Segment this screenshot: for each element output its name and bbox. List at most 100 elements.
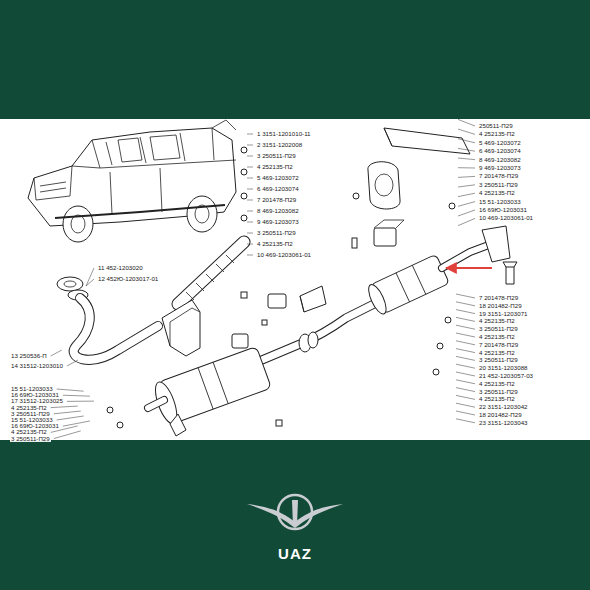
part-number: 12 452Ю-1203017-01 [97,276,159,282]
leader-line [247,145,253,146]
leader-line [456,349,475,353]
leader-line [247,244,253,245]
part-number: 9 469-1203073 [256,219,300,225]
part-number: 15 51-1203033 [478,198,522,204]
leader-line [458,218,475,225]
part-number: 10 469-1203061-01 [478,215,534,221]
leader-line [247,222,253,223]
part-number: 7 201478-П29 [478,295,519,301]
top-band [0,0,590,119]
part-number: 10 469-1203061-01 [256,252,312,258]
leader-line [456,419,475,423]
part-number: 3 250511-П29 [478,326,519,332]
front-pipe [57,242,244,360]
part-number: 7 201478-П29 [478,342,519,348]
leader-line [86,279,94,286]
part-number: 7 201478-П29 [478,173,519,179]
part-number: 20 3151-1203088 [478,365,529,371]
part-number: 23 3151-1203043 [478,420,529,426]
fasteners [107,147,455,428]
part-number: 3 250511-П29 [478,182,519,188]
leader-line [458,158,475,160]
part-number: 21 452-1203057-03 [478,373,534,379]
leader-line [458,210,475,216]
leader-line [51,406,78,408]
leader-line [247,189,253,190]
leader-line [456,388,475,392]
leader-line [67,401,94,402]
leader-line [247,167,253,168]
part-number: 8 469-1203082 [478,156,522,162]
leader-line [247,178,253,179]
leader-line [456,395,475,399]
leader-line [247,211,253,212]
leader-line [247,134,253,135]
part-number: 250511-П29 [478,123,514,129]
part-number: 16 69Ю-1203031 [478,207,528,213]
bottom-band [0,440,590,590]
leader-line [458,176,475,178]
part-number: 2 3151-1202008 [256,142,303,148]
part-number: 18 201482-П29 [478,412,523,418]
part-number: 8 469-1203082 [256,208,300,214]
leader-line [54,411,81,414]
part-number: 14 31512-1203010 [10,363,64,369]
part-number: 4 252135-П2 [478,396,516,402]
vehicle-drawing [28,120,236,242]
part-number: 7 201478-П29 [256,197,297,203]
part-number: 4 252135-П2 [478,381,516,387]
leader-line [51,350,62,356]
pointer-arrow [446,267,492,269]
part-number: 3 250511-П29 [10,435,51,441]
leader-line [456,302,475,306]
part-number: 18 201482-П29 [478,303,523,309]
leader-line [458,139,475,143]
part-number: 11 452-1203020 [97,265,144,271]
leader-line [63,395,90,397]
part-number: 4 252135-П2 [256,241,294,247]
part-number: 5 469-1203072 [478,140,522,146]
part-number: 3 250511-П29 [256,153,297,159]
leader-line [247,200,253,201]
leader-line [456,294,475,298]
part-number: 6 469-1203074 [478,148,522,154]
leader-line [247,156,253,157]
part-number: 6 469-1203074 [256,186,300,192]
leader-line [458,148,475,151]
leader-line [456,364,475,368]
part-number: 4 252135-П2 [478,349,516,355]
part-number: 3 250511-П29 [256,230,297,236]
leader-line [456,372,475,376]
leader-line [458,167,475,168]
leader-line [54,431,81,439]
brand-name: UAZ [278,545,312,562]
leader-line [456,380,475,384]
main-muffler [148,300,382,436]
leader-line [57,416,84,420]
leader-line [67,360,78,366]
leader-line [456,411,475,415]
leader-line [456,333,475,337]
leader-line [86,268,94,286]
part-number: 4 252135-П2 [478,131,516,137]
part-number: 4 252135-П2 [478,318,516,324]
part-number: 1 3151-1201010-11 [256,131,312,137]
logo-emblem [247,495,343,529]
part-number: 3 250511-П29 [478,388,519,394]
leader-lines [51,119,475,438]
part-number: 13 250536-П [10,353,48,359]
leader-line [458,129,475,134]
leader-line [456,403,475,407]
part-number: 22 3151-1203042 [478,404,529,410]
leader-line [456,325,475,329]
part-number: 19 3151-1203071 [478,310,529,316]
hangers [232,128,470,348]
leader-line [63,421,90,426]
leader-line [247,255,253,256]
part-number: 3 250511-П29 [478,357,519,363]
part-number: 5 469-1203072 [256,175,300,181]
part-number: 4 252135-П2 [256,164,294,170]
part-number: 9 469-1203073 [478,165,522,171]
leader-line [247,233,253,234]
